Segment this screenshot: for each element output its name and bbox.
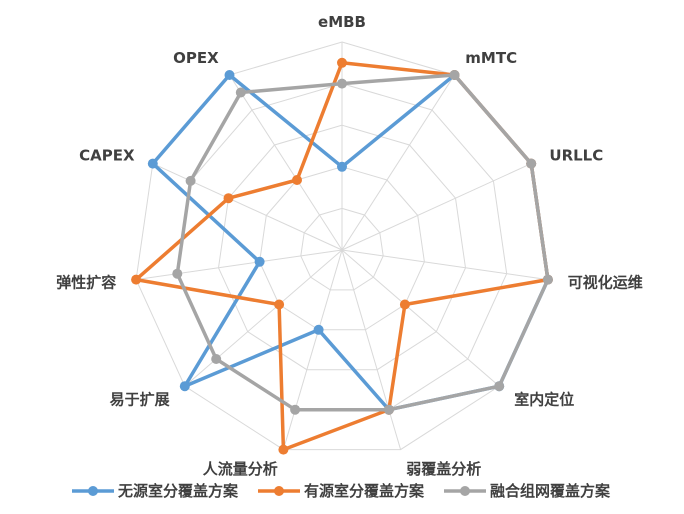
grid-spoke-3 [341, 249, 548, 281]
legend-item-0: 无源室分覆盖方案 [72, 482, 239, 500]
data-point [337, 161, 347, 172]
series-layer [131, 57, 553, 455]
data-point [147, 158, 158, 169]
axis-label: eMBB [318, 13, 366, 31]
data-point [185, 175, 196, 186]
data-point [313, 324, 324, 335]
data-point [223, 193, 234, 204]
data-point [254, 256, 265, 267]
axis-label: OPEX [173, 49, 219, 67]
grid-spoke-8 [136, 249, 343, 281]
data-point [235, 87, 246, 98]
axis-label: 弱覆盖分析 [406, 460, 481, 478]
data-point [211, 354, 222, 364]
series-0 [147, 70, 553, 415]
data-point [542, 274, 553, 285]
legend-item-1: 有源室分覆盖方案 [258, 482, 425, 500]
grid-spoke-9 [152, 163, 343, 251]
legend-item-2: 融合组网覆盖方案 [444, 482, 611, 500]
grid-ring-3 [217, 124, 467, 371]
radar-grid [135, 41, 549, 451]
axis-label: 弹性扩容 [56, 273, 116, 291]
axis-label: 可视化运维 [568, 273, 643, 291]
data-point [179, 381, 190, 392]
legend-marker [274, 486, 284, 496]
legend-marker [88, 486, 98, 496]
grid-spoke-6 [282, 249, 343, 450]
grid-ring-2 [259, 166, 425, 331]
data-point [172, 268, 183, 279]
grid-spoke-5 [341, 249, 402, 450]
legend-marker [460, 486, 470, 496]
grid-spoke-1 [341, 74, 455, 251]
axis-label: 人流量分析 [203, 460, 278, 478]
data-point [224, 70, 235, 80]
data-point [337, 57, 347, 68]
data-point [131, 274, 142, 285]
axis-label: URLLC [549, 146, 603, 164]
grid-spoke-2 [341, 163, 532, 251]
data-point [337, 78, 347, 89]
series-line [175, 73, 550, 412]
legend: 无源室分覆盖方案 有源室分覆盖方案 融合组网覆盖方案 [72, 482, 611, 500]
data-point [383, 404, 394, 415]
data-point [526, 158, 537, 169]
grid-ring-1 [300, 207, 384, 291]
data-point [494, 381, 505, 392]
series-2 [172, 70, 553, 415]
data-point [290, 404, 301, 415]
axis-label: mMTC [465, 49, 517, 67]
legend-label: 融合组网覆盖方案 [490, 482, 611, 500]
axis-label: CAPEX [79, 146, 135, 164]
grid-spoke-10 [229, 74, 343, 251]
data-point [278, 444, 289, 455]
axis-label: 易于扩展 [110, 390, 170, 408]
grid-spoke-7 [184, 249, 343, 387]
data-point [292, 175, 302, 185]
grid-spoke-4 [341, 249, 500, 387]
axis-label: 室内定位 [514, 390, 574, 408]
data-point [274, 299, 285, 310]
legend-label: 无源室分覆盖方案 [117, 482, 239, 500]
data-point [449, 70, 460, 80]
data-point [399, 299, 410, 310]
legend-label: 有源室分覆盖方案 [304, 482, 425, 500]
